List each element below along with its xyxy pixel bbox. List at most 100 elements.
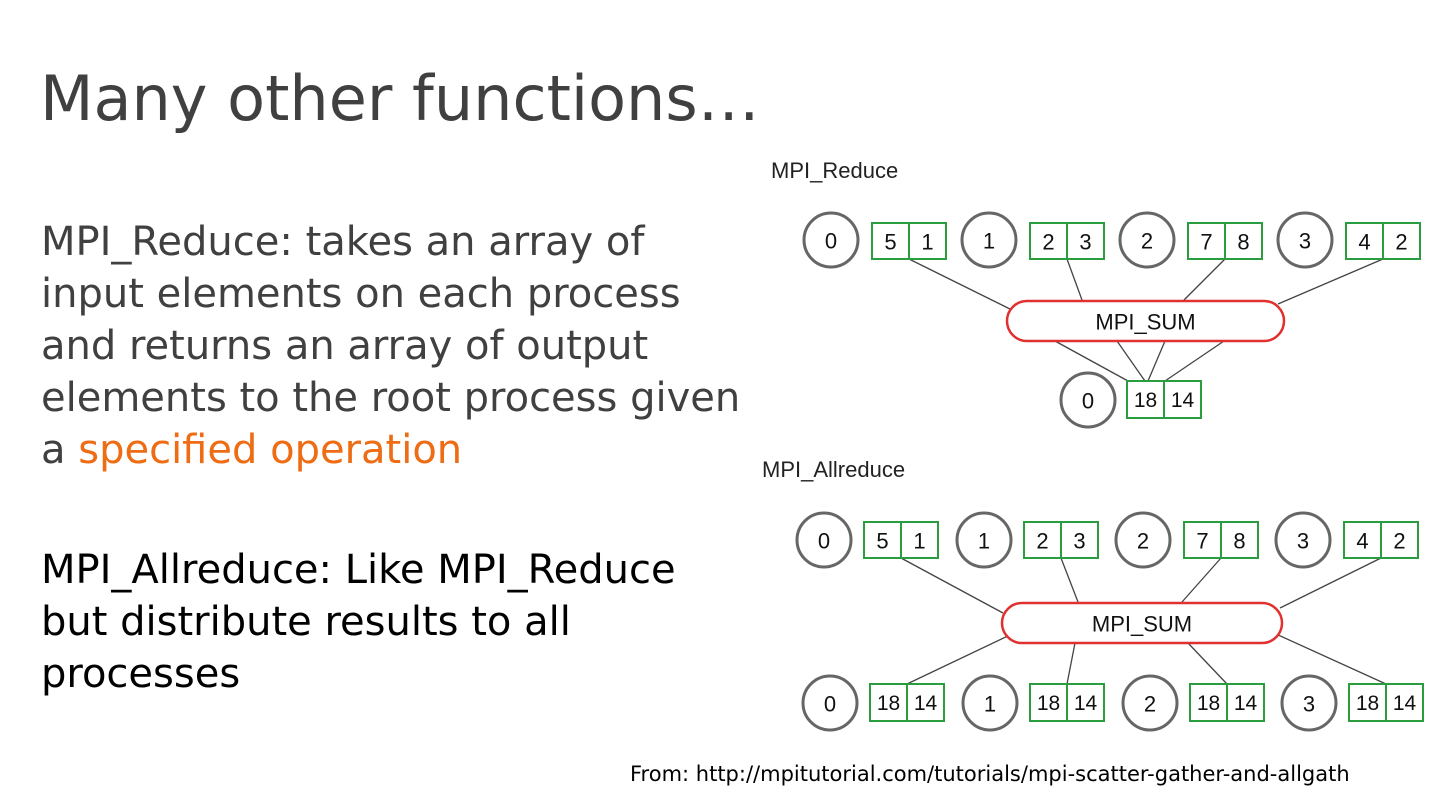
reduce-input-line-2: [1183, 258, 1226, 301]
reduce-input-box-1-cell-1: [1066, 222, 1105, 260]
reduce-input-box-2-cell-0: [1187, 222, 1226, 260]
allreduce-op-pill: [1000, 601, 1284, 645]
reduce-heading: MPI_Reduce: [771, 158, 898, 183]
reduce-input-box-0-value-0: 5: [884, 230, 896, 255]
reduce-op-pill: [1005, 299, 1286, 343]
allreduce-output-rank-3-label: 3: [1303, 692, 1315, 717]
allreduce-output-box-1-value-1: 14: [1074, 692, 1098, 715]
allreduce-input-rank-3-circle: [1274, 511, 1332, 569]
allreduce-output-box-3-value-1: 14: [1393, 692, 1417, 715]
allreduce-input-box-3-value-1: 2: [1393, 529, 1405, 554]
allreduce-input-box-0-cell-0: [863, 521, 902, 559]
reduce-input-box-3-value-0: 4: [1358, 230, 1370, 255]
reduce-input-box-0-cell-0: [871, 222, 910, 260]
reduce-output-box-value-0: 18: [1134, 389, 1157, 412]
allreduce-input-line-1: [1060, 557, 1079, 603]
allreduce-output-box-1-cell-0: [1029, 683, 1068, 722]
allreduce-input-box-3-cell-1: [1380, 521, 1419, 559]
allreduce-output-box-0-cell-1: [906, 683, 945, 722]
reduce-output-line-3: [1164, 340, 1225, 382]
allreduce-output-box-0-value-0: 18: [877, 692, 900, 715]
reduce-input-rank-3-label: 3: [1299, 229, 1311, 254]
reduce-input-box-1-value-0: 2: [1042, 230, 1054, 255]
allreduce-output-box-2-value-0: 18: [1197, 692, 1220, 715]
allreduce-output-box-2-cell-0: [1189, 683, 1228, 722]
allreduce-output-rank-0-circle: [801, 674, 859, 732]
reduce-input-rank-0-circle: [802, 211, 860, 269]
reduce-output-rank-circle: [1059, 371, 1117, 429]
allreduce-output-line-0: [906, 633, 1013, 685]
allreduce-op-label: MPI_SUM: [1092, 612, 1192, 637]
reduce-input-box-3-cell-1: [1382, 222, 1421, 260]
allreduce-output-rank-1-label: 1: [984, 692, 996, 717]
allreduce-output-box-3-value-0: 18: [1356, 692, 1379, 715]
reduce-description-highlight: specified operation: [78, 427, 463, 473]
allreduce-input-box-1-value-0: 2: [1036, 529, 1048, 554]
reduce-output-line-2: [1147, 340, 1166, 382]
reduce-output-box-value-1: 14: [1171, 389, 1195, 412]
allreduce-input-line-2: [1181, 557, 1222, 603]
allreduce-input-box-1-cell-0: [1023, 521, 1062, 559]
allreduce-output-box-2-cell-1: [1226, 683, 1265, 722]
slide-title: Many other functions…: [40, 62, 760, 135]
allreduce-input-box-0-cell-1: [900, 521, 939, 559]
reduce-input-rank-2-label: 2: [1141, 229, 1153, 254]
allreduce-output-box-1-cell-1: [1066, 683, 1105, 722]
reduce-output-box-cell-1: [1163, 380, 1202, 419]
reduce-input-rank-1-label: 1: [983, 229, 995, 254]
reduce-input-box-2-cell-1: [1224, 222, 1263, 260]
allreduce-input-rank-1-circle: [955, 511, 1013, 569]
allreduce-input-box-0-value-1: 1: [913, 529, 925, 554]
allreduce-input-box-2-value-1: 8: [1233, 529, 1245, 554]
allreduce-input-line-0: [900, 557, 1004, 614]
reduce-input-rank-2-circle: [1118, 211, 1176, 269]
reduce-input-box-0-cell-1: [908, 222, 947, 260]
allreduce-input-rank-3-label: 3: [1297, 529, 1309, 554]
allreduce-input-box-1-cell-1: [1060, 521, 1099, 559]
allreduce-input-rank-1-label: 1: [978, 529, 990, 554]
allreduce-input-box-1-value-1: 3: [1073, 529, 1085, 554]
allreduce-input-line-3: [1279, 557, 1382, 609]
reduce-input-line-3: [1277, 258, 1384, 305]
allreduce-input-box-0-value-0: 5: [876, 529, 888, 554]
allreduce-output-box-0-cell-0: [869, 683, 908, 722]
allreduce-output-rank-2-circle: [1121, 674, 1179, 732]
reduce-input-rank-0-label: 0: [825, 229, 837, 254]
reduce-output-line-1: [1116, 340, 1146, 382]
allreduce-description: MPI_Allreduce: Like MPI_Reduce but distr…: [41, 547, 676, 697]
allreduce-input-box-3-value-0: 4: [1356, 529, 1368, 554]
reduce-description: MPI_Reduce: takes an array of input elem…: [41, 216, 741, 476]
allreduce-output-box-0-value-1: 14: [914, 692, 938, 715]
reduce-input-line-1: [1066, 258, 1083, 301]
allreduce-output-box-3-cell-0: [1348, 683, 1387, 722]
allreduce-input-rank-2-label: 2: [1137, 529, 1149, 554]
allreduce-input-rank-0-circle: [795, 511, 853, 569]
reduce-input-box-0-value-1: 1: [921, 230, 933, 255]
reduce-description-text: MPI_Reduce: takes an array of input elem…: [41, 219, 741, 473]
allreduce-output-line-2: [1187, 642, 1228, 685]
allreduce-output-rank-3-circle: [1280, 674, 1338, 732]
allreduce-output-rank-1-circle: [961, 674, 1019, 732]
reduce-input-box-2-value-1: 8: [1237, 230, 1249, 255]
reduce-op-label: MPI_SUM: [1095, 310, 1195, 335]
allreduce-input-box-2-value-0: 7: [1196, 529, 1208, 554]
reduce-input-rank-3-circle: [1276, 211, 1334, 269]
allreduce-output-line-1: [1066, 642, 1076, 685]
allreduce-output-rank-2-label: 2: [1144, 692, 1156, 717]
reduce-input-rank-1-circle: [960, 211, 1018, 269]
reduce-output-rank-label: 0: [1082, 389, 1094, 414]
allreduce-output-box-2-value-1: 14: [1234, 692, 1258, 715]
connector-lines: [900, 258, 1387, 685]
reduce-input-box-3-value-1: 2: [1395, 230, 1407, 255]
allreduce-input-box-2-cell-1: [1220, 521, 1259, 559]
reduce-input-box-2-value-0: 7: [1200, 230, 1212, 255]
allreduce-output-line-3: [1275, 633, 1387, 685]
reduce-output-line-0: [1054, 340, 1129, 382]
allreduce-input-rank-0-label: 0: [818, 529, 830, 554]
allreduce-output-rank-0-label: 0: [824, 692, 836, 717]
reduce-input-line-0: [908, 258, 1013, 311]
reduce-input-box-1-value-1: 3: [1079, 230, 1091, 255]
allreduce-output-box-1-value-0: 18: [1037, 692, 1060, 715]
